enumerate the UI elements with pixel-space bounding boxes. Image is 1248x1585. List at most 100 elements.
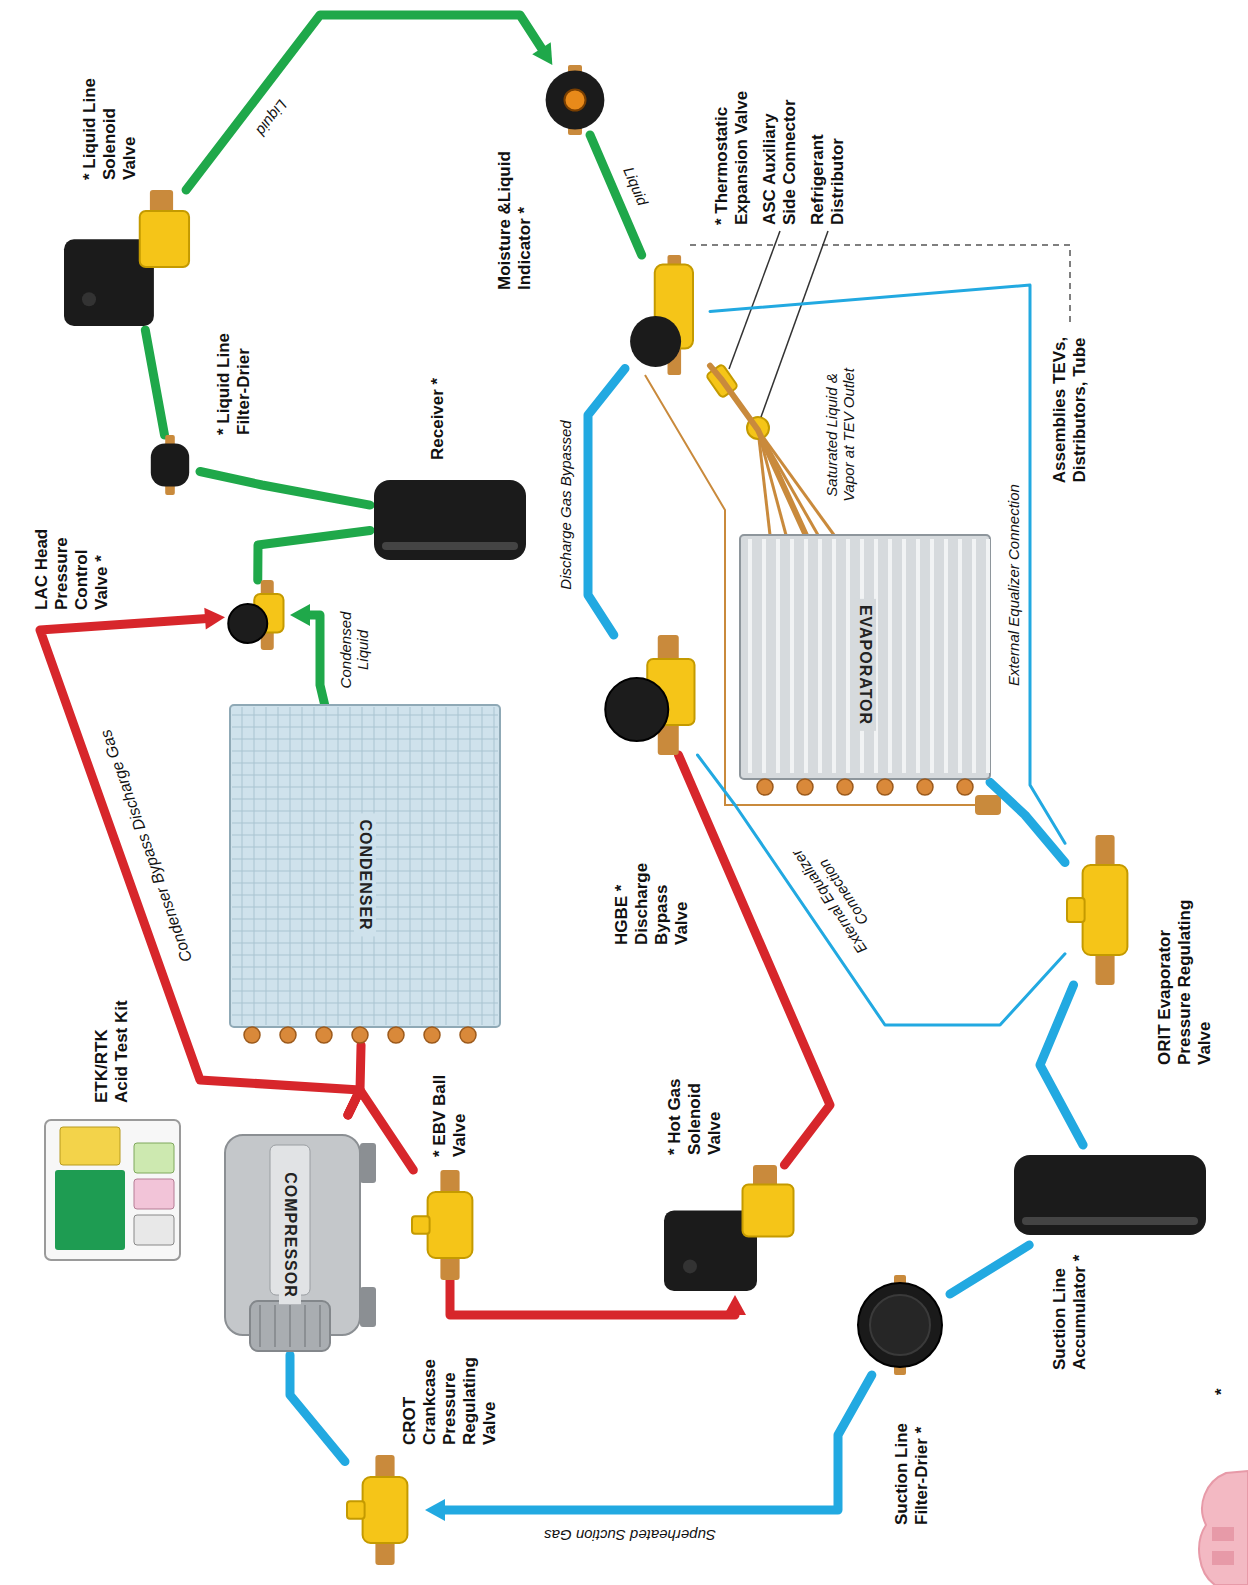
head-pressure-valve: LAC Head Pressure Control Valve * xyxy=(225,580,290,650)
sensing-bulb xyxy=(975,795,1001,815)
compressor: COMPRESSOR xyxy=(200,1115,380,1355)
leader-line xyxy=(761,231,828,417)
shape xyxy=(45,1120,180,1260)
pipe-connector xyxy=(698,755,1066,1025)
shape xyxy=(316,1027,332,1043)
shape xyxy=(958,539,962,773)
shape xyxy=(422,707,423,1025)
component-label: Suction Line Accumulator * xyxy=(1050,1252,1090,1370)
shape xyxy=(846,539,850,773)
pipe-connector xyxy=(710,285,1065,843)
condenser: CONDENSER xyxy=(230,705,500,1045)
sight-icon xyxy=(540,65,610,135)
pipe-connector xyxy=(1040,985,1083,1145)
shape xyxy=(957,779,973,795)
shape xyxy=(382,542,518,550)
shape xyxy=(460,1027,476,1043)
knob-icon xyxy=(225,580,290,650)
shape xyxy=(565,90,586,111)
shape xyxy=(274,1305,276,1347)
drum-icon xyxy=(1010,1145,1210,1245)
component-label: * EBV Ball Valve xyxy=(430,1073,470,1157)
shape xyxy=(605,678,668,741)
shape xyxy=(314,707,315,1025)
shape xyxy=(360,1143,376,1183)
shape xyxy=(630,316,681,367)
shape xyxy=(55,1170,125,1250)
shape xyxy=(398,707,399,1025)
shape xyxy=(888,539,892,773)
shape xyxy=(757,779,773,795)
shape xyxy=(944,539,948,773)
shape xyxy=(250,1301,330,1351)
shape xyxy=(244,1027,260,1043)
shape xyxy=(352,1027,368,1043)
test-kit: ETK/RTK Acid Test Kit xyxy=(40,1115,185,1265)
shape xyxy=(870,1295,930,1355)
shape xyxy=(360,1287,376,1327)
shape xyxy=(363,1477,408,1543)
pipe-line xyxy=(186,15,545,190)
shape xyxy=(388,1027,404,1043)
shape xyxy=(837,779,853,795)
shape xyxy=(917,779,933,795)
shape xyxy=(762,539,766,773)
leader-line xyxy=(729,231,780,369)
component-label: LAC Head Pressure Control Valve * xyxy=(32,528,112,610)
valve-icon xyxy=(345,1455,425,1565)
component-label: HGBE * Discharge Bypass Valve xyxy=(612,853,692,945)
pipe-label: Saturated Liquid & Vapor at TEV Outlet xyxy=(823,357,857,513)
shape xyxy=(446,707,447,1025)
pipe-connector xyxy=(290,604,325,705)
hot-gas-solenoid: * Hot Gas Solenoid Valve xyxy=(660,1165,810,1295)
shape xyxy=(374,480,526,560)
pipe-line xyxy=(439,1375,872,1510)
callout-label: Refrigerant Distributor xyxy=(808,75,848,225)
shape xyxy=(858,1283,942,1367)
shape xyxy=(289,1305,291,1347)
expansion-valve: * Thermostatic Expansion Valve xyxy=(625,255,710,375)
solenoid-valve: * Liquid Line Solenoid Valve xyxy=(60,190,205,330)
flow-arrowhead xyxy=(425,1499,445,1521)
shape xyxy=(776,539,780,773)
shape xyxy=(228,604,267,643)
pipe-connector xyxy=(145,330,164,435)
pipe-connector xyxy=(588,368,625,635)
sol-icon xyxy=(60,190,205,330)
component-label: ETK/RTK Acid Test Kit xyxy=(92,991,132,1103)
pipe-line xyxy=(200,472,370,506)
shape xyxy=(386,707,387,1025)
pipe-label: External Equalizer Connection xyxy=(1005,481,1022,689)
shape xyxy=(494,707,495,1025)
suction-filter-drier: Suction Line Filter-Drier * xyxy=(850,1275,950,1375)
shape xyxy=(134,1143,174,1173)
kit-icon xyxy=(40,1115,185,1265)
shape xyxy=(818,539,822,773)
pipe-connector xyxy=(200,472,370,506)
tev-icon xyxy=(625,255,710,375)
shape xyxy=(134,1215,174,1245)
shape xyxy=(740,535,990,779)
callout-label: * xyxy=(1212,1388,1232,1395)
pipe-line xyxy=(588,368,625,635)
component-label: * Thermostatic Expansion Valve xyxy=(712,60,752,225)
shape xyxy=(347,1501,365,1519)
component-name: CONDENSER xyxy=(354,813,376,936)
shape xyxy=(278,707,279,1025)
bulb-capillary xyxy=(645,375,992,805)
pipe-connector xyxy=(290,1355,345,1462)
pipe-line xyxy=(698,755,1066,1025)
callout-label: Assemblies TEVs, Distributors, Tube xyxy=(1050,330,1090,490)
shape xyxy=(683,1259,697,1273)
shape xyxy=(60,1127,120,1165)
ball-valve: * EBV Ball Valve xyxy=(410,1170,490,1280)
mascot-detail xyxy=(1212,1527,1234,1541)
knob-icon xyxy=(600,635,705,755)
sol-icon xyxy=(660,1165,810,1295)
pipe-label: External Equalizer Connection xyxy=(778,823,893,971)
shape xyxy=(877,779,893,795)
pipe-line xyxy=(990,782,1065,862)
sight-glass: Moisture &Liquid Indicator * xyxy=(540,65,610,135)
shape xyxy=(412,1216,430,1234)
